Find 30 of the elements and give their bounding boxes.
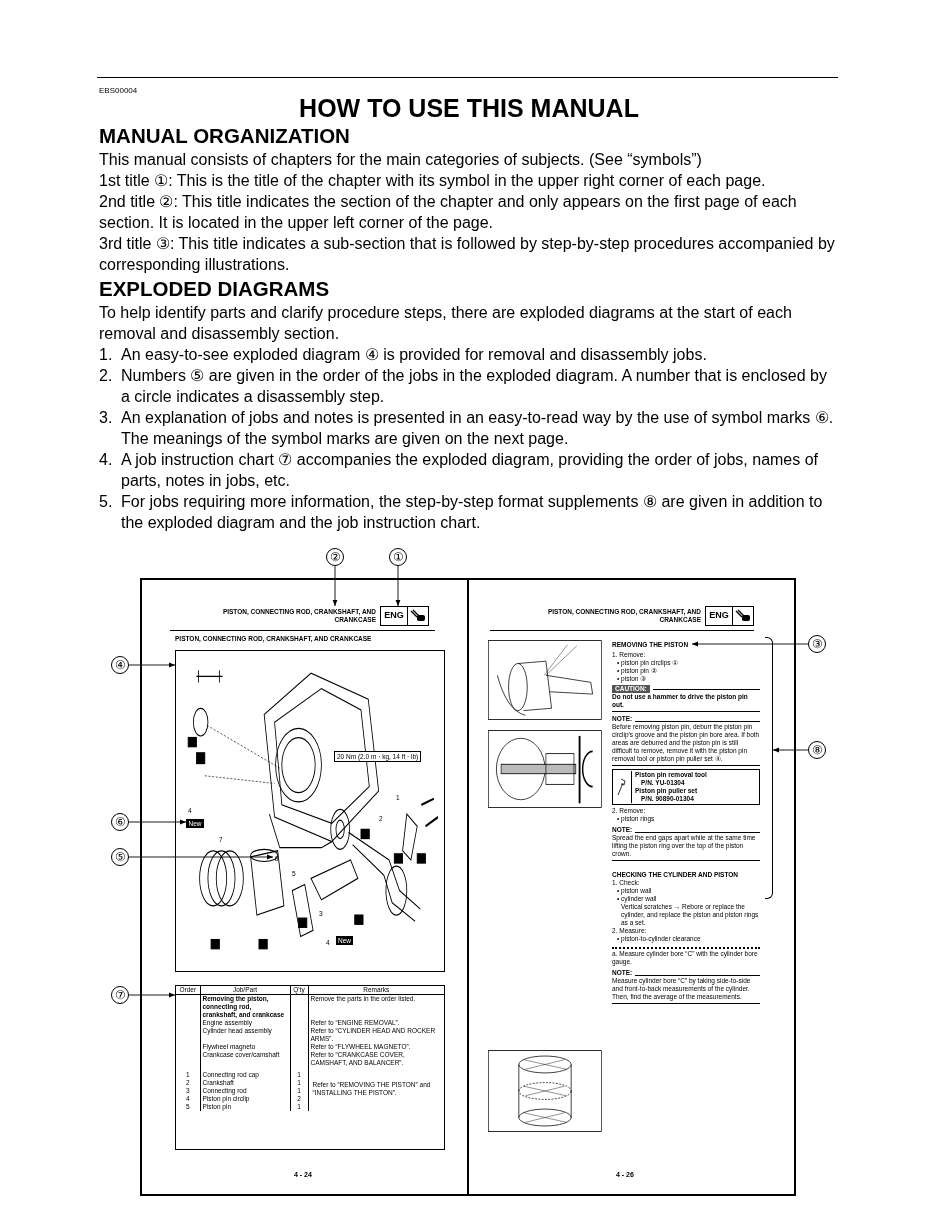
list-number: 4.	[99, 450, 114, 470]
callout-number: ④	[111, 656, 129, 674]
callout-number: ①	[389, 548, 407, 566]
body-paragraph: 1st title ①: This is the title of the chapter with its symbol in the upper right corner of each page.	[99, 171, 767, 191]
callout-number: ②	[326, 548, 344, 566]
callout-number: ③	[808, 635, 826, 653]
callout-number: ⑥	[111, 813, 129, 831]
list-number: 1.	[99, 345, 114, 365]
list-item-text: For jobs requiring more information, the step-by-step format supplements ⑧ are given in addition to the exploded diagram and the job instruction chart.	[121, 492, 824, 533]
section-heading: MANUAL ORGANIZATION	[99, 123, 351, 148]
body-paragraph: 3rd title ③: This title indicates a sub-section that is followed by step-by-step procedures accompanied by corresponding illustrations.	[99, 234, 836, 275]
list-number: 2.	[99, 366, 114, 386]
section-heading: EXPLODED DIAGRAMS	[99, 276, 331, 301]
body-paragraph: To help identify parts and clarify procedure steps, there are exploded diagrams at the start of each removal and disassembly section.	[99, 303, 793, 344]
step-bracket	[765, 637, 773, 899]
list-item-text: An explanation of jobs and notes is presented in an easy-to-read way by the use of symbol marks ⑥. The meanings of the symbol marks are given on the next page.	[121, 408, 835, 449]
list-item-text: An easy-to-see exploded diagram ④ is provided for removal and disassembly jobs.	[121, 345, 708, 365]
callout-number: ⑦	[111, 986, 129, 1004]
body-paragraph: This manual consists of chapters for the main categories of subjects. (See “symbols”)	[99, 150, 703, 170]
callout-number: ⑤	[111, 848, 129, 866]
list-item-text: Numbers ⑤ are given in the order of the jobs in the exploded diagram. A number that is enclosed by a circle indicates a disassembly step.	[121, 366, 828, 407]
list-number: 5.	[99, 492, 114, 512]
document-code: EBS00004	[99, 86, 139, 96]
chapter-symbol-label: ENG	[380, 606, 408, 626]
list-number: 3.	[99, 408, 114, 428]
body-paragraph: 2nd title ②: This title indicates the section of the chapter and only appears on the first page of each section. It is located in the upper left corner of the page.	[99, 192, 798, 233]
page-title: HOW TO USE THIS MANUAL	[298, 94, 640, 122]
job-instruction-chart	[175, 985, 445, 1150]
callout-number: ⑧	[808, 741, 826, 759]
list-item-text: A job instruction chart ⑦ accompanies the exploded diagram, providing the order of jobs, names of parts, notes in jobs, etc.	[121, 450, 820, 491]
